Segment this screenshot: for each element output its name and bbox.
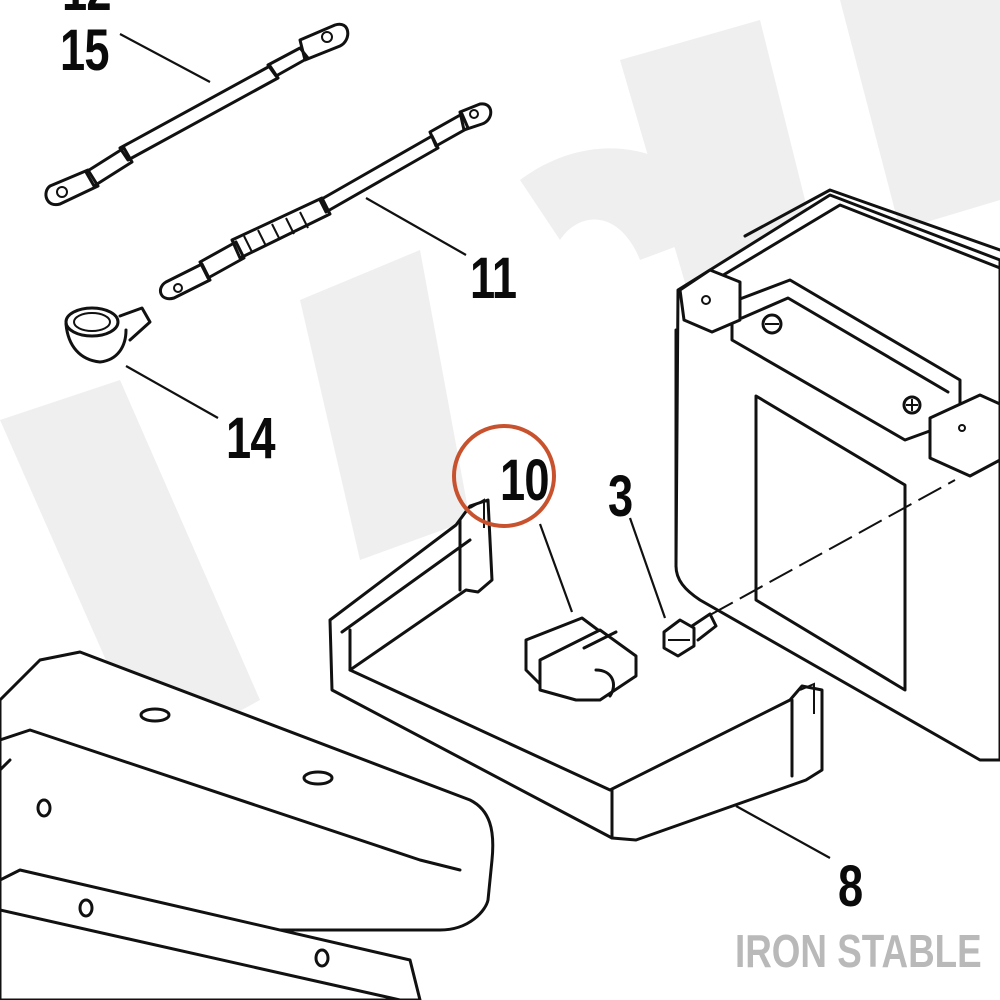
callout-12: 12 (62, 0, 112, 20)
callout-8: 8 (838, 854, 863, 919)
bolt-3 (662, 612, 718, 658)
cable-15 (44, 22, 350, 207)
terminal-cap-14 (64, 306, 152, 364)
callout-15: 15 (60, 18, 110, 83)
highlight-circle-callout-10 (452, 424, 556, 528)
background-watermark-shapes (0, 0, 1000, 760)
clip-10 (524, 616, 638, 702)
callout-14: 14 (226, 406, 276, 471)
battery (674, 188, 1000, 762)
cable-11 (158, 102, 493, 301)
leader-lines (119, 33, 831, 859)
strap-8 (328, 498, 824, 842)
callout-3: 3 (608, 464, 633, 529)
callout-11: 11 (470, 246, 517, 311)
alignment-line (709, 479, 956, 616)
callout-10: 10 (500, 448, 550, 513)
brand-watermark: IRON STABLE (735, 925, 982, 977)
battery-cover (0, 650, 495, 1000)
